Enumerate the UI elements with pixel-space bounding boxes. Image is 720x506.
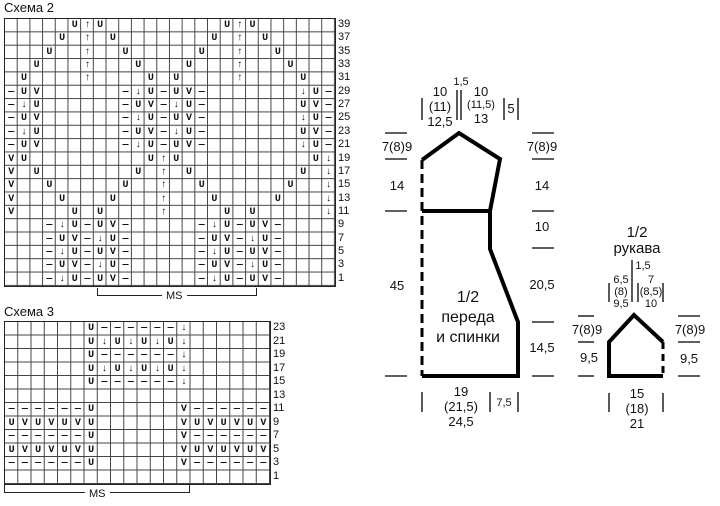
chart-row-stitches: —UV—↓U— —UV—↓U—	[8, 233, 336, 245]
sleeve-right-dim: 9,5	[679, 351, 699, 366]
row-number: 13	[338, 191, 351, 204]
chart-row-stitches: —↓U—UV— —↓U—UV—	[8, 246, 336, 258]
chart-row-stitches: ——————U V——————	[8, 404, 271, 415]
row-number: 15	[338, 178, 351, 191]
chart-row-stitches: U ↑ U U ↑ U	[8, 73, 336, 85]
chart-row-stitches: V U U ↑ U U ↓	[8, 193, 336, 205]
sleeve-left-dim: 7(8)9	[571, 322, 603, 337]
shoulder-width-values: 10(11,5)13	[467, 84, 495, 126]
chart-row-stitches: UVUVUVU VUVUVUV	[8, 417, 271, 429]
row-number: 31	[338, 71, 351, 84]
row-number: 5	[338, 244, 345, 257]
chart-row-stitches: UVUVUVU VUVUVUV	[8, 444, 271, 456]
row-number: 23	[273, 321, 286, 333]
body-bottom-side: 7,5	[496, 397, 512, 409]
chart2-ms-label: MS	[162, 290, 187, 302]
row-number: 35	[338, 44, 351, 57]
shoulder-drop-value: 5	[507, 101, 515, 116]
chart-row-stitches: U——————↓	[8, 323, 271, 334]
chart-row-stitches: U↑U U↑U	[8, 20, 336, 31]
body-right-dim: 7(8)9	[526, 139, 558, 154]
row-number: 5	[273, 442, 280, 455]
sleeve-outline	[607, 312, 665, 378]
chart-row-stitches: V U U ↑ U U ↓	[8, 180, 336, 192]
row-number: 7	[338, 231, 345, 244]
chart-row-stitches: U——————↓	[8, 350, 271, 361]
row-number: 19	[273, 348, 286, 360]
chart-row-stitches: V U U ↑ U U ↓	[8, 206, 336, 218]
body-right-dim: 20,5	[529, 277, 555, 292]
chart-row-stitches: —↓U —UV—↓U— UV—	[8, 126, 336, 138]
chart3-title: Схема 3	[4, 304, 54, 319]
chart3-ms-label: MS	[85, 488, 110, 500]
body-left-dim: 7(8)9	[381, 139, 413, 154]
neck-drop-value: 1,5	[453, 76, 469, 88]
chart3-grid: U——————↓ U↓U↓U↓U↓ U——————↓ U↓U↓U↓U↓ U———…	[4, 321, 271, 485]
row-number: 3	[338, 258, 345, 271]
chart-row-stitches: ——————U V——————	[8, 431, 271, 442]
chart-row-stitches: U↓U↓U↓U↓	[8, 336, 271, 348]
sleeve-top-right: 7(8,5)10	[639, 274, 663, 310]
body-left-dim: 14	[389, 178, 405, 193]
row-number: 37	[338, 31, 351, 44]
row-number: 27	[338, 98, 351, 111]
chart-row-stitches: U ↑ U U ↑ U	[8, 60, 336, 72]
row-number: 7	[273, 429, 280, 441]
sleeve-top-drop: 1,5	[635, 260, 651, 272]
sleeve-top-left: 6,5(8)9,5	[613, 274, 629, 310]
sleeve-bottom-width: 15(18)21	[625, 386, 649, 431]
row-number: 1	[273, 469, 280, 482]
neck-width-values: 10(11)12,5	[427, 84, 453, 129]
row-number: 11	[273, 402, 285, 414]
chart-row-stitches: —UV —↓U—UV— ↓U—	[8, 113, 336, 125]
chart2-title: Схема 2	[4, 0, 54, 15]
chart-row-stitches: U↓U↓U↓U↓	[8, 363, 271, 375]
row-number: 13	[273, 388, 286, 401]
row-number: 11	[338, 204, 350, 217]
chart-row-stitches: ——————U V——————	[8, 458, 271, 469]
row-number: 9	[338, 218, 345, 231]
body-right-dim: 10	[534, 219, 550, 234]
row-number: 25	[338, 111, 351, 124]
row-number: 39	[338, 18, 351, 30]
chart-row-stitches: —↓U—UV— —↓U—UV—	[8, 273, 336, 285]
body-outline	[420, 130, 520, 378]
row-number: 9	[273, 415, 280, 428]
chart-row-stitches: U ↑ U U ↑ U	[8, 33, 336, 45]
sleeve-left-dim: 9,5	[579, 350, 599, 365]
row-number: 17	[338, 164, 351, 177]
sleeve-right-dim: 7(8)9	[674, 322, 706, 337]
chart-row-stitches: —UV —↓U—UV— ↓U—	[8, 140, 336, 152]
chart2-grid: U↑U U↑U U ↑ U U ↑ U U ↑ U U ↑ U U ↑ U U …	[4, 18, 336, 287]
chart-row-stitches: U ↑ U U ↑ U	[8, 46, 336, 58]
row-number: 15	[273, 375, 286, 387]
body-left-dim: 45	[389, 278, 405, 293]
row-number: 33	[338, 58, 351, 71]
body-right-dim: 14	[534, 178, 550, 193]
row-number: 19	[338, 151, 351, 164]
body-bottom-width: 19(21,5)24,5	[444, 384, 478, 429]
row-number: 29	[338, 84, 351, 97]
chart-row-stitches: VU U↑U U↓	[8, 153, 336, 165]
row-number: 1	[338, 271, 345, 284]
row-number: 17	[273, 361, 286, 374]
chart-row-stitches: —UV—↓U— —UV—↓U—	[8, 260, 336, 272]
body-right-dim: 14,5	[529, 340, 555, 355]
chart-row-stitches: —↓U—UV— —↓U—UV—	[8, 220, 336, 232]
row-number: 21	[273, 334, 286, 347]
row-number: 23	[338, 124, 351, 137]
chart-row-stitches: —↓U —UV—↓U— UV—	[8, 100, 336, 112]
row-number: 3	[273, 456, 280, 468]
chart-row-stitches: V U U ↑ U U ↓	[8, 166, 336, 178]
chart-row-stitches: —UV —↓U—UV— ↓U—	[8, 86, 336, 98]
row-number: 21	[338, 138, 351, 151]
chart-row-stitches: U——————↓	[8, 377, 271, 388]
